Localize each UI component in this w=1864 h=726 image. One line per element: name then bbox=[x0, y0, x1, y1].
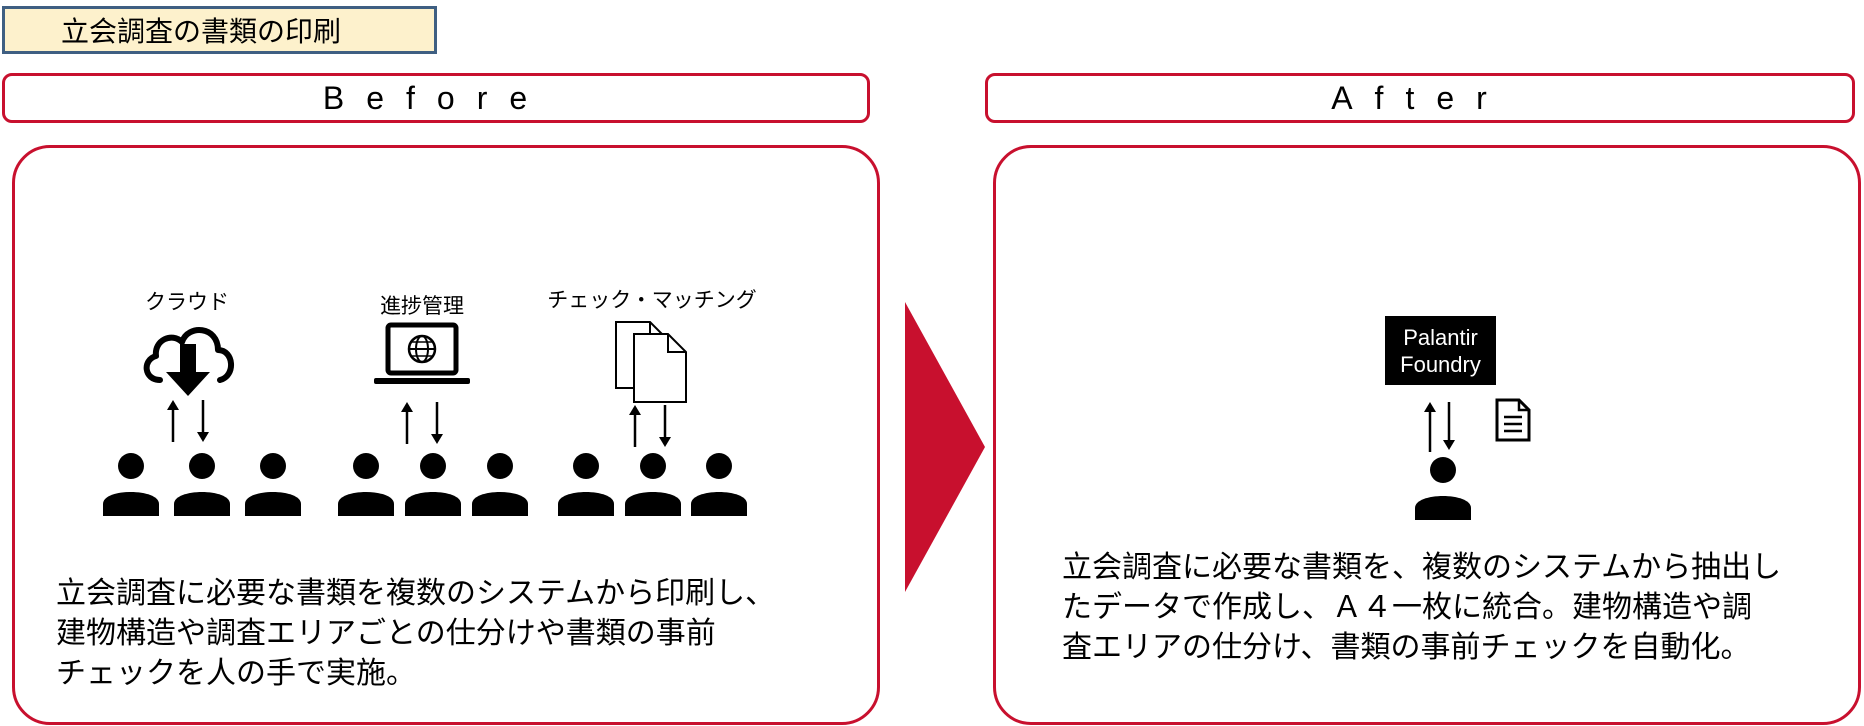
before-description-line: 立会調査に必要な書類を複数のシステムから印刷し、 bbox=[56, 576, 776, 611]
page-title: 立会調査の書類の印刷 bbox=[2, 6, 437, 54]
before-header-label: Before bbox=[322, 79, 550, 116]
people-group-icon bbox=[338, 453, 528, 516]
before-header: Before bbox=[2, 73, 870, 123]
after-description-line: 査エリアの仕分け、書類の事前チェックを自動化。 bbox=[1062, 630, 1751, 665]
person-icon bbox=[1415, 457, 1471, 520]
document-icon bbox=[1495, 398, 1531, 442]
foundry-label-line1: Palantir bbox=[1403, 324, 1478, 350]
foundry-label-line2: Foundry bbox=[1400, 351, 1481, 377]
after-header-label: After bbox=[1331, 79, 1509, 116]
palantir-foundry-box: Palantir Foundry bbox=[1385, 316, 1496, 385]
documents-icon bbox=[615, 321, 687, 403]
sync-arrows-icon bbox=[1424, 402, 1455, 452]
before-description-line: 建物構造や調査エリアごとの仕分けや書類の事前 bbox=[56, 616, 716, 651]
before-description: 立会調査に必要な書類を複数のシステムから印刷し、 建物構造や調査エリアごとの仕分… bbox=[56, 574, 775, 694]
people-group-icon bbox=[103, 453, 301, 516]
after-header: After bbox=[985, 73, 1855, 123]
before-description-line: チェックを人の手で実施。 bbox=[56, 656, 416, 691]
group-label-check: チェック・マッチング bbox=[547, 288, 757, 312]
laptop-globe-icon bbox=[374, 322, 470, 384]
sync-arrows-icon bbox=[167, 400, 209, 442]
cloud-download-icon bbox=[143, 327, 234, 396]
group-label-progress: 進捗管理 bbox=[380, 294, 464, 318]
people-group-icon bbox=[558, 453, 747, 516]
page-title-text: 立会調査の書類の印刷 bbox=[61, 15, 342, 48]
after-description-line: 立会調査に必要な書類を、複数のシステムから抽出し bbox=[1062, 550, 1782, 585]
before-panel bbox=[12, 145, 880, 725]
transition-arrow bbox=[905, 302, 985, 592]
sync-arrows-icon bbox=[629, 405, 671, 447]
group-label-cloud: クラウド bbox=[145, 290, 229, 314]
after-panel bbox=[993, 145, 1861, 725]
after-description-line: たデータで作成し、Ａ４一枚に統合。建物構造や調 bbox=[1062, 590, 1752, 625]
sync-arrows-icon bbox=[401, 402, 443, 444]
after-description: 立会調査に必要な書類を、複数のシステムから抽出し たデータで作成し、Ａ４一枚に統… bbox=[1062, 548, 1781, 668]
